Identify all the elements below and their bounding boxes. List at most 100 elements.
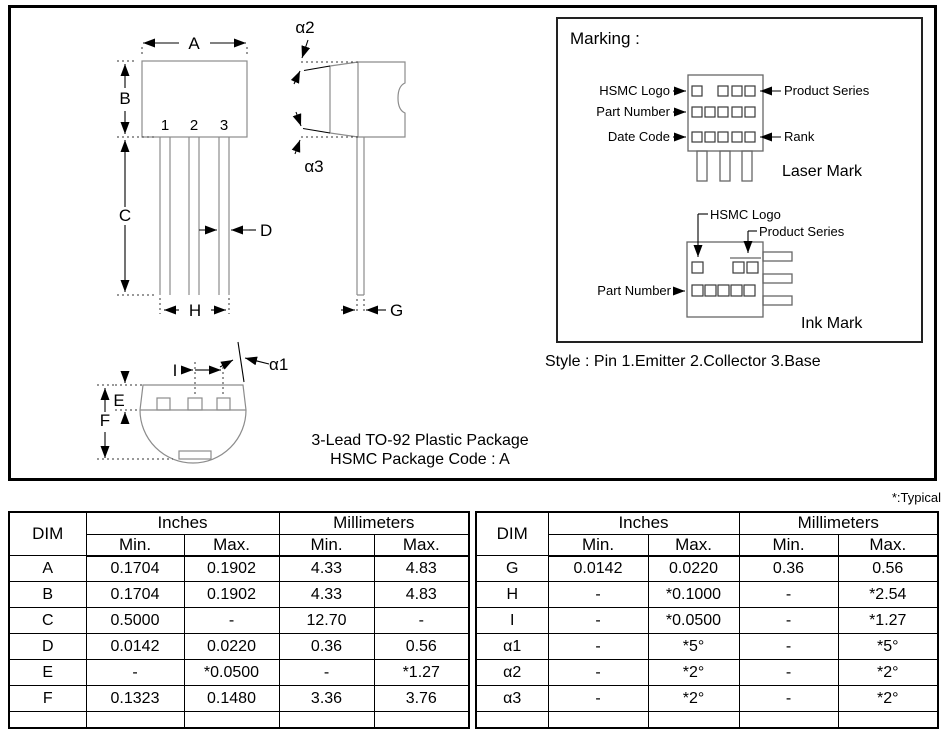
value-cell: 0.0220 [647,555,740,582]
pin-style-note: Style : Pin 1.Emitter 2.Collector 3.Base [545,353,821,370]
pin2-label: 2 [190,117,198,134]
dim-A-label: A [188,34,200,53]
value-cell: - [547,633,649,660]
value-cell: *2.54 [837,581,939,608]
dim-I-label: I [173,361,178,380]
value-cell: 3.36 [278,685,375,712]
value-cell: - [85,659,185,686]
col-header-millimeters: Millimeters [738,511,939,535]
dim-cell: H [475,581,549,608]
dim-cell: D [8,633,87,660]
value-cell: *5° [647,633,740,660]
laser-product-series-label: Product Series [784,83,870,98]
dim-B-label: B [119,89,130,108]
table-row: E-*0.0500-*1.27 [8,659,470,686]
ink-hsmc-logo-label: HSMC Logo [710,207,781,222]
empty-cell [85,711,185,728]
dim-I: I [173,361,224,396]
empty-cell [373,711,470,728]
side-view: α2 α3 G [290,18,406,320]
dim-cell: α3 [475,685,549,712]
dim-cell: G [475,555,549,582]
table-row: α2-*2°-*2° [475,659,939,686]
value-cell: 4.83 [373,555,470,582]
col-header-dim: DIM [8,511,87,556]
value-cell: 0.1902 [183,555,280,582]
package-lead-side [356,137,365,296]
value-cell: - [547,581,649,608]
dim-D: D [199,221,272,240]
pin3-label: 3 [220,117,228,134]
empty-cell [278,711,375,728]
package-drawing-panel: 1 2 3 A B C D [8,5,937,481]
dimension-table-left: DIM Inches Millimeters Min. Max. Min. Ma… [8,511,471,729]
value-cell: 12.70 [278,607,375,634]
value-cell: *5° [837,633,939,660]
laser-mark-diagram: HSMC Logo Part Number Date Code Product … [596,74,870,182]
dim-cell: C [8,607,87,634]
col-header-max: Max. [837,533,939,557]
dim-F-label: F [100,411,110,430]
value-cell: - [183,607,280,634]
col-header-dim: DIM [475,511,549,556]
dim-E-label: E [113,391,124,410]
dim-G: G [341,299,403,320]
marking-panel: Marking : HSMC Logo Part Number [556,17,923,343]
table-row: α3-*2°-*2° [475,685,939,712]
package-caption-line1: 3-Lead TO-92 Plastic Package [311,432,528,449]
value-cell: - [547,607,649,634]
empty-cell [475,711,549,728]
pin1-label: 1 [161,117,169,134]
col-header-max: Max. [373,533,470,557]
angle-a1: α1 [219,341,288,383]
angle-a2: α2 [290,18,358,85]
value-cell: 0.1902 [183,581,280,608]
ink-part-number-label: Part Number [597,283,671,298]
value-cell: - [738,607,839,634]
value-cell: 4.33 [278,555,375,582]
empty-cell [8,711,87,728]
value-cell: *2° [837,685,939,712]
value-cell: 0.1704 [85,555,185,582]
col-header-inches: Inches [547,511,740,535]
dim-C-label: C [119,206,131,225]
dim-cell: F [8,685,87,712]
col-header-min: Min. [85,533,185,557]
value-cell: 0.5000 [85,607,185,634]
dim-D-label: D [260,221,272,240]
laser-date-code-label: Date Code [608,129,670,144]
value-cell: 0.56 [837,555,939,582]
empty-cell [837,711,939,728]
clipped-row [8,711,470,728]
empty-cell [738,711,839,728]
ink-mark-diagram: HSMC Logo Product Series Part Number Ink… [597,207,863,332]
empty-cell [547,711,649,728]
angle-a3: α3 [291,111,358,176]
package-drawing: 1 2 3 A B C D [97,17,923,468]
angle-a2-label: α2 [295,18,314,37]
value-cell: 0.1323 [85,685,185,712]
package-body-bottom [139,384,247,464]
package-caption-line2: HSMC Package Code : A [330,451,510,468]
col-header-max: Max. [183,533,280,557]
col-header-max: Max. [647,533,740,557]
dim-A: A [141,34,248,57]
value-cell: - [278,659,375,686]
dim-B: B [117,60,155,138]
value-cell: 0.56 [373,633,470,660]
dim-E: E [113,371,143,424]
value-cell: - [738,685,839,712]
table-row: H-*0.1000-*2.54 [475,581,939,608]
dim-H-label: H [189,301,201,320]
value-cell: *2° [837,659,939,686]
value-cell: 0.36 [738,555,839,582]
value-cell: 0.1480 [183,685,280,712]
marking-box-border [556,17,923,343]
package-body-side [329,61,406,138]
dim-cell: I [475,607,549,634]
laser-hsmc-logo-label: HSMC Logo [599,83,670,98]
ink-mark-caption: Ink Mark [801,315,863,332]
